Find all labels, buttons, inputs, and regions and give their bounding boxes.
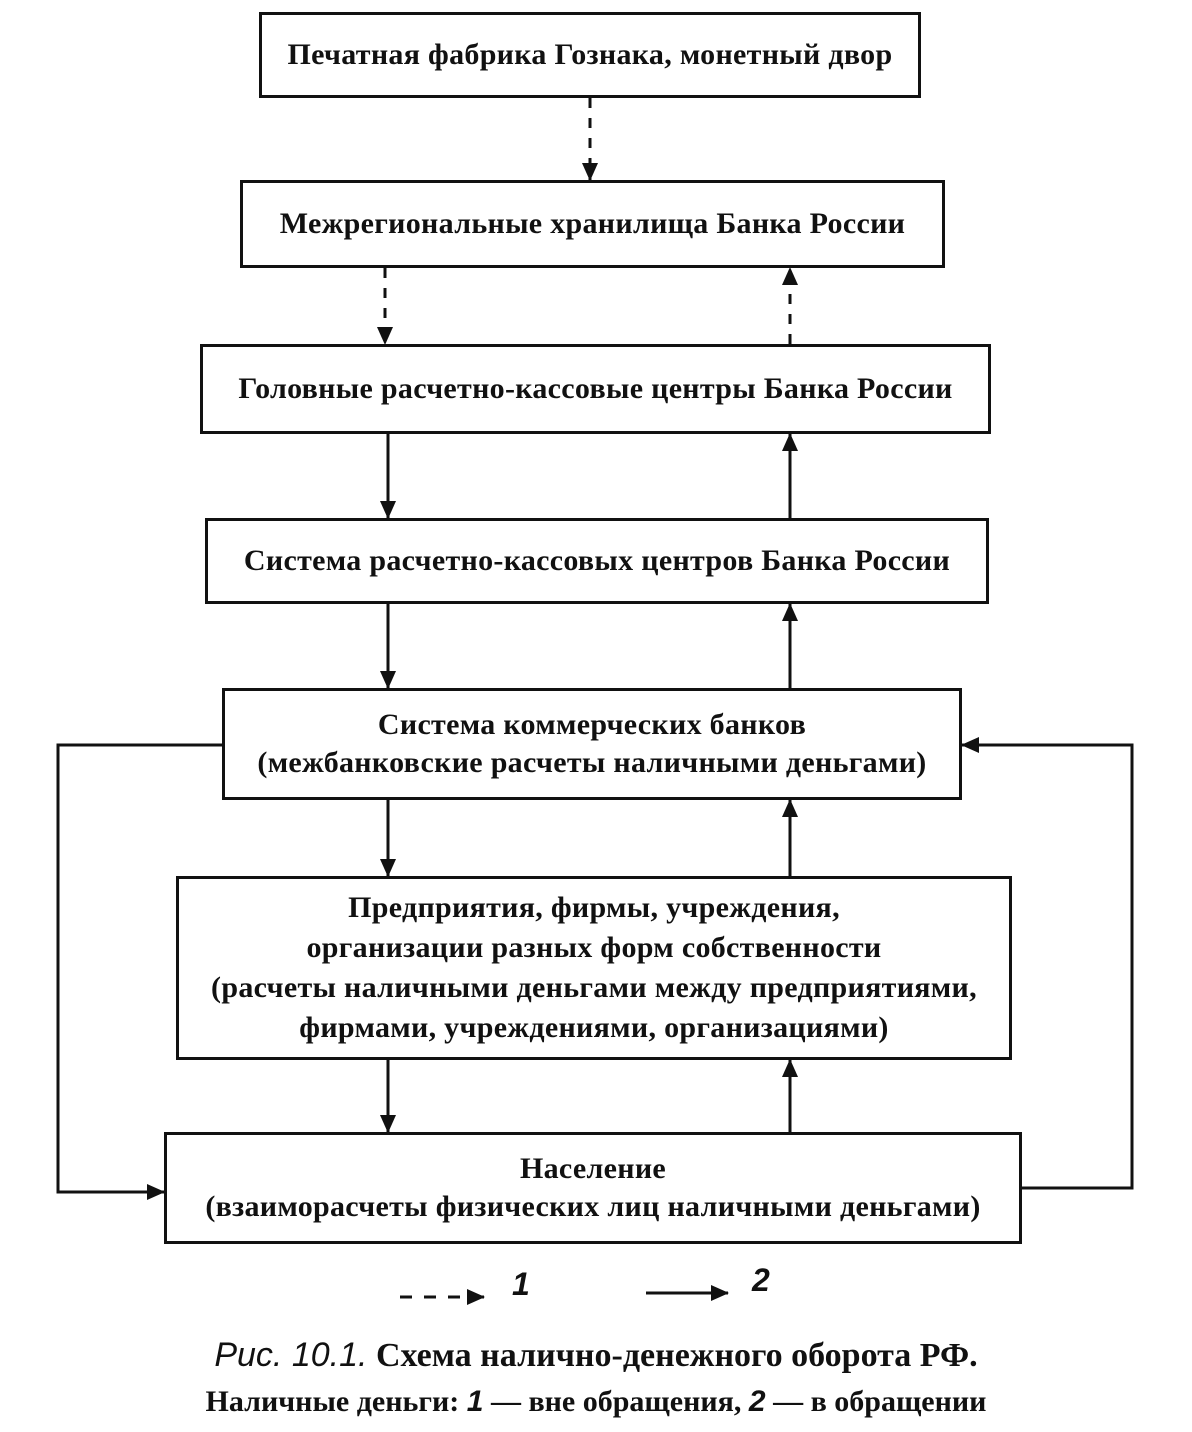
box-commercial-banks-line-1: Система коммерческих банков [377, 708, 807, 741]
caption-prefix: Наличные деньги: [205, 1385, 460, 1418]
box-mint-line-1: Печатная фабрика Гознака, монетный двор [287, 38, 893, 71]
box-mint: Печатная фабрика Гознака, монетный двор [259, 12, 921, 98]
box-enterprises-line-2: организации разных форм собственности [306, 931, 882, 964]
caption-item-2-text: — в обращении [773, 1385, 987, 1418]
arrow-population-to-banks [961, 737, 1134, 1190]
box-enterprises-line-3: (расчеты наличными деньгами между предпр… [211, 971, 977, 1004]
box-commercial-banks: Система коммерческих банков (межбанковск… [222, 688, 962, 800]
box-enterprises: Предприятия, фирмы, учреждения, организа… [176, 876, 1012, 1060]
box-vaults-line-1: Межрегиональные хранилища Банка России [279, 207, 906, 240]
arrow-banks-to-population [56, 743, 222, 1200]
box-population-line-2: (взаиморасчеты физических лиц наличными … [205, 1190, 981, 1223]
legend-solid-label: 2 [752, 1262, 770, 1298]
box-rkc-system-line-1: Система расчетно-кассовых центров Банка … [243, 544, 951, 577]
box-population-line-1: Население [519, 1152, 667, 1185]
figure-title: Схема налично-денежного оборота РФ. [375, 1337, 978, 1374]
box-enterprises-line-4: фирмами, учреждениями, организациями) [299, 1011, 889, 1044]
caption-item-1-num: 1 [466, 1385, 484, 1418]
box-vaults: Межрегиональные хранилища Банка России [240, 180, 945, 268]
figure-label: Рис. 10.1. [214, 1336, 368, 1374]
box-head-rkc: Головные расчетно-кассовые центры Банка … [200, 344, 991, 434]
figure-caption-title: Рис. 10.1. Схема налично-денежного оборо… [0, 1336, 1192, 1375]
caption-item-2-num: 2 [748, 1385, 766, 1418]
legend-dashed-label: 1 [512, 1266, 530, 1302]
box-enterprises-line-1: Предприятия, фирмы, учреждения, [348, 891, 840, 924]
caption-item-1-text: — вне обращения, [490, 1385, 742, 1418]
figure-caption-legend: Наличные деньги: 1 — вне обращения, 2 — … [0, 1385, 1192, 1419]
box-head-rkc-line-1: Головные расчетно-кассовые центры Банка … [238, 372, 953, 405]
box-population: Население (взаиморасчеты физических лиц … [164, 1132, 1022, 1244]
box-commercial-banks-line-2: (межбанковские расчеты наличными деньгам… [257, 746, 927, 779]
box-rkc-system: Система расчетно-кассовых центров Банка … [205, 518, 989, 604]
